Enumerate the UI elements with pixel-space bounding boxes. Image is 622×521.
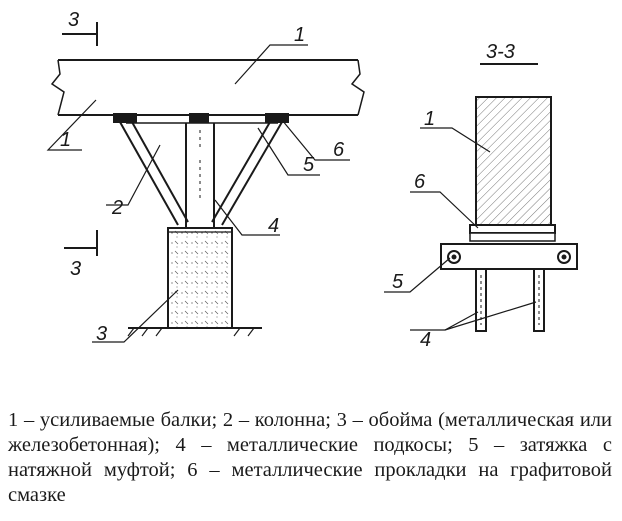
column (185, 123, 215, 228)
ground (127, 327, 262, 337)
tie-bolt-right (557, 250, 571, 264)
section-title: 3-3 (486, 41, 515, 63)
pad-center (189, 113, 209, 123)
jacket (167, 227, 233, 329)
leader-lines (46, 44, 350, 343)
pad-right (265, 113, 289, 123)
label-side-1: 1 (424, 108, 435, 130)
tie-plate (440, 243, 578, 270)
strut-right (533, 268, 545, 332)
section-mark-bottom (64, 230, 98, 256)
label-side-4: 4 (420, 329, 431, 351)
label-front-5: 5 (303, 154, 315, 176)
pad-left (113, 113, 137, 123)
struts (119, 121, 283, 226)
label-front-1b: 1 (60, 129, 71, 151)
label-section-top: 3 (68, 9, 79, 31)
front-view (46, 22, 365, 343)
label-front-3: 3 (96, 323, 107, 345)
label-section-bottom: 3 (70, 258, 81, 280)
tie-bolt-left (447, 250, 461, 264)
label-side-6: 6 (414, 171, 426, 193)
label-front-2: 2 (111, 197, 123, 219)
pad-section (469, 224, 556, 234)
label-front-1a: 1 (294, 24, 305, 46)
beam (50, 59, 365, 116)
legend-caption: 1 – усиливаемые балки; 2 – колонна; 3 – … (8, 409, 612, 506)
strut-left (475, 268, 487, 332)
section-view (384, 96, 578, 332)
section-leader-lines (384, 127, 537, 331)
beam-section (475, 96, 552, 226)
engineering-drawing: 3 3 1 1 2 3 4 5 6 3-3 (46, 9, 578, 351)
label-side-5: 5 (392, 271, 404, 293)
label-front-4: 4 (268, 215, 279, 237)
label-front-6: 6 (333, 139, 345, 161)
section-mark-top (62, 22, 98, 46)
